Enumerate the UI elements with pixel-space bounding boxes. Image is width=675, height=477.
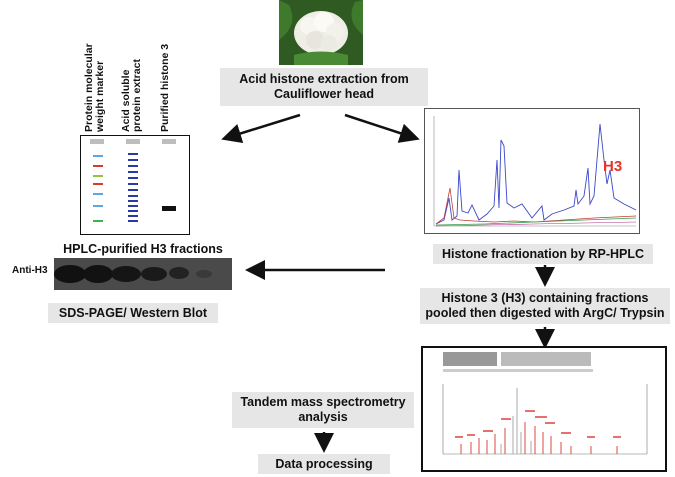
gel-lane-label-marker: Protein molecular weight marker: [83, 43, 106, 132]
arrow-to-gel: [221, 113, 301, 144]
anti-h3-label: Anti-H3: [12, 265, 48, 276]
h3-peak-label: H3: [603, 158, 623, 175]
gel-lane-label-h3: Purified histone 3: [159, 43, 171, 132]
hplc-step-box: Histone fractionation by RP-HPLC: [433, 244, 653, 264]
western-blot-box: SDS-PAGE/ Western Blot: [48, 303, 218, 323]
arrow-to-hplc: [344, 113, 420, 143]
hplc-fractions-title: HPLC-purified H3 fractions: [63, 242, 223, 256]
data-processing-step-box: Data processing: [258, 454, 390, 474]
pooling-step-box: Histone 3 (H3) containing fractions pool…: [420, 288, 670, 324]
hplc-chromatogram: [424, 108, 640, 234]
western-blot-strip: [54, 258, 232, 290]
extraction-step-box: Acid histone extraction from Cauliflower…: [220, 68, 428, 106]
sds-page-gel: [80, 135, 190, 235]
msms-spectrum: [421, 346, 667, 472]
ms-analysis-step-box: Tandem mass spectrometry analysis: [232, 392, 414, 428]
cauliflower-image: [279, 0, 363, 65]
gel-lane-label-extract: Acid soluble protein extract: [120, 59, 143, 132]
